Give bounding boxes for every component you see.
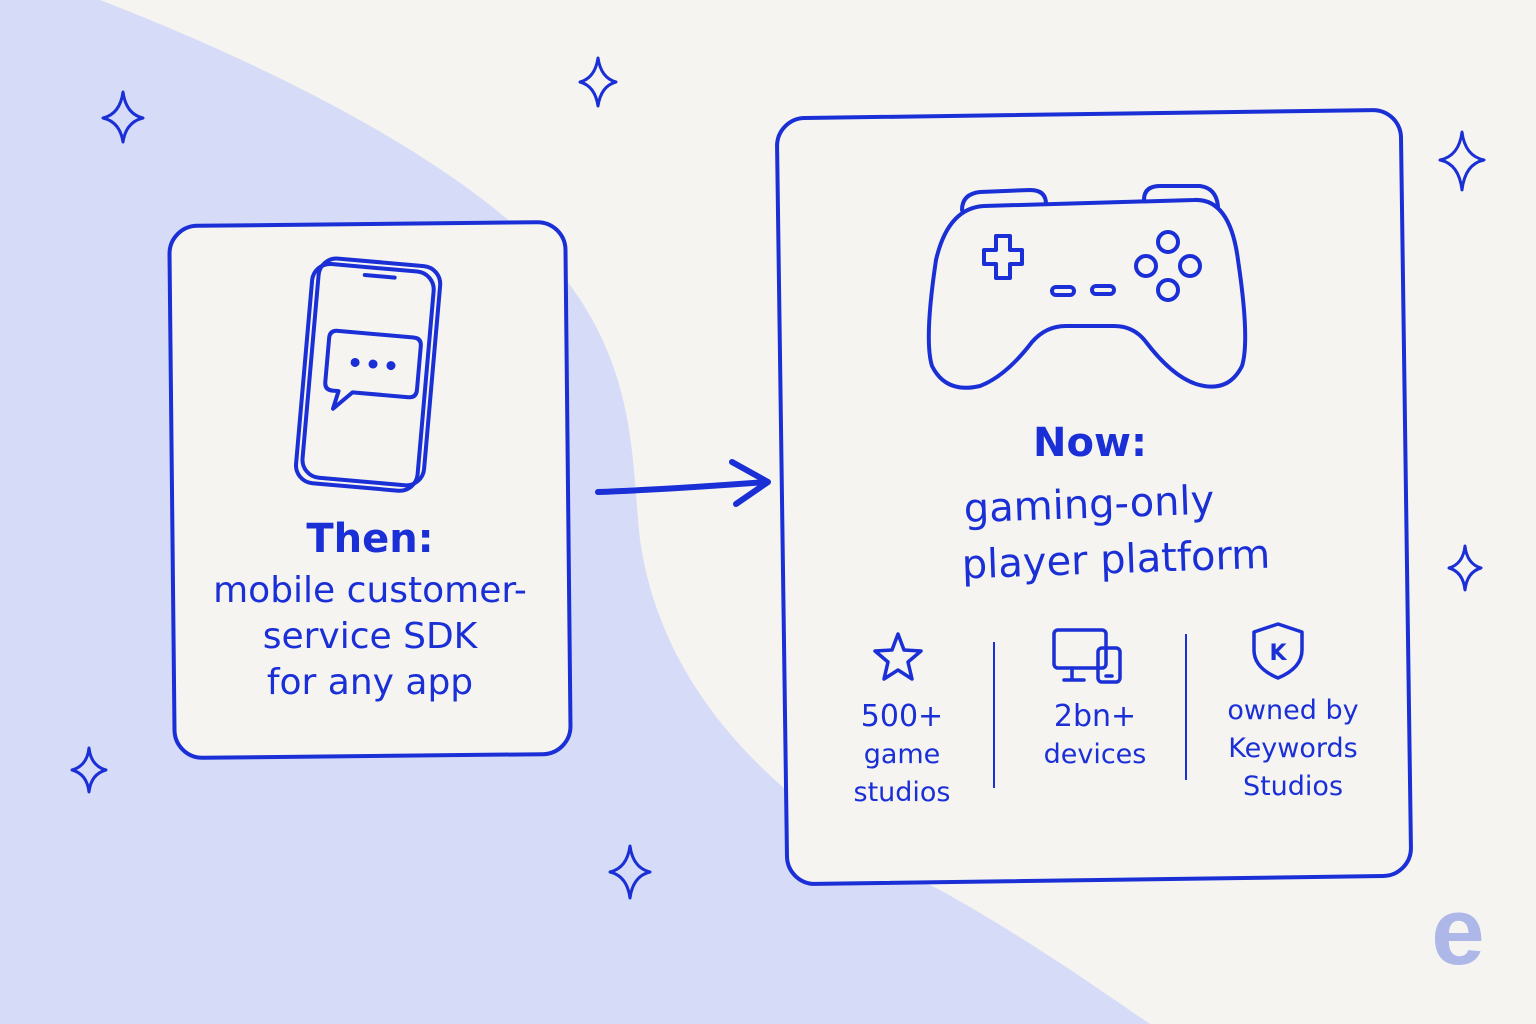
sparkle-icon bbox=[101, 90, 145, 144]
sparkle-icon bbox=[578, 56, 618, 108]
then-line: mobile customer- bbox=[213, 570, 527, 611]
stat-divider bbox=[993, 642, 995, 788]
now-description: gaming-only player platform bbox=[898, 469, 1332, 596]
logo: e bbox=[1431, 878, 1484, 985]
phone-chat-icon bbox=[293, 256, 443, 493]
stat-label: Keywords bbox=[1228, 733, 1358, 764]
stat-label: devices bbox=[1043, 739, 1147, 770]
then-line: for any app bbox=[266, 662, 474, 703]
stat-label: studios bbox=[853, 777, 951, 808]
sparkle-icon bbox=[1447, 544, 1483, 592]
gamepad-icon bbox=[926, 184, 1248, 390]
sparkle-icon bbox=[70, 746, 108, 794]
then-line: service SDK bbox=[262, 616, 478, 657]
stat-devices: 2bn+ devices bbox=[1020, 698, 1170, 774]
arrow-right-icon bbox=[595, 459, 771, 507]
devices-icon bbox=[1052, 628, 1122, 684]
stat-divider bbox=[1185, 634, 1187, 780]
then-heading: Then: bbox=[306, 516, 434, 562]
stat-value: 500+ bbox=[860, 699, 944, 734]
sparkle-icon bbox=[1438, 130, 1486, 192]
stat-label: game bbox=[863, 739, 941, 770]
star-icon bbox=[873, 632, 923, 681]
sparkle-icon bbox=[608, 844, 652, 900]
stat-label: Studios bbox=[1242, 771, 1344, 802]
stat-ownership: owned by Keywords Studios bbox=[1208, 692, 1378, 806]
now-heading: Now: bbox=[1033, 420, 1147, 466]
stat-value: 2bn+ bbox=[1053, 699, 1137, 734]
then-description: mobile customer- service SDK for any app bbox=[180, 568, 560, 706]
stat-studios: 500+ game studios bbox=[832, 698, 972, 812]
shield-letter: K bbox=[1269, 641, 1287, 666]
stat-label: owned by bbox=[1227, 695, 1359, 726]
shield-k-icon: K bbox=[1252, 622, 1304, 680]
